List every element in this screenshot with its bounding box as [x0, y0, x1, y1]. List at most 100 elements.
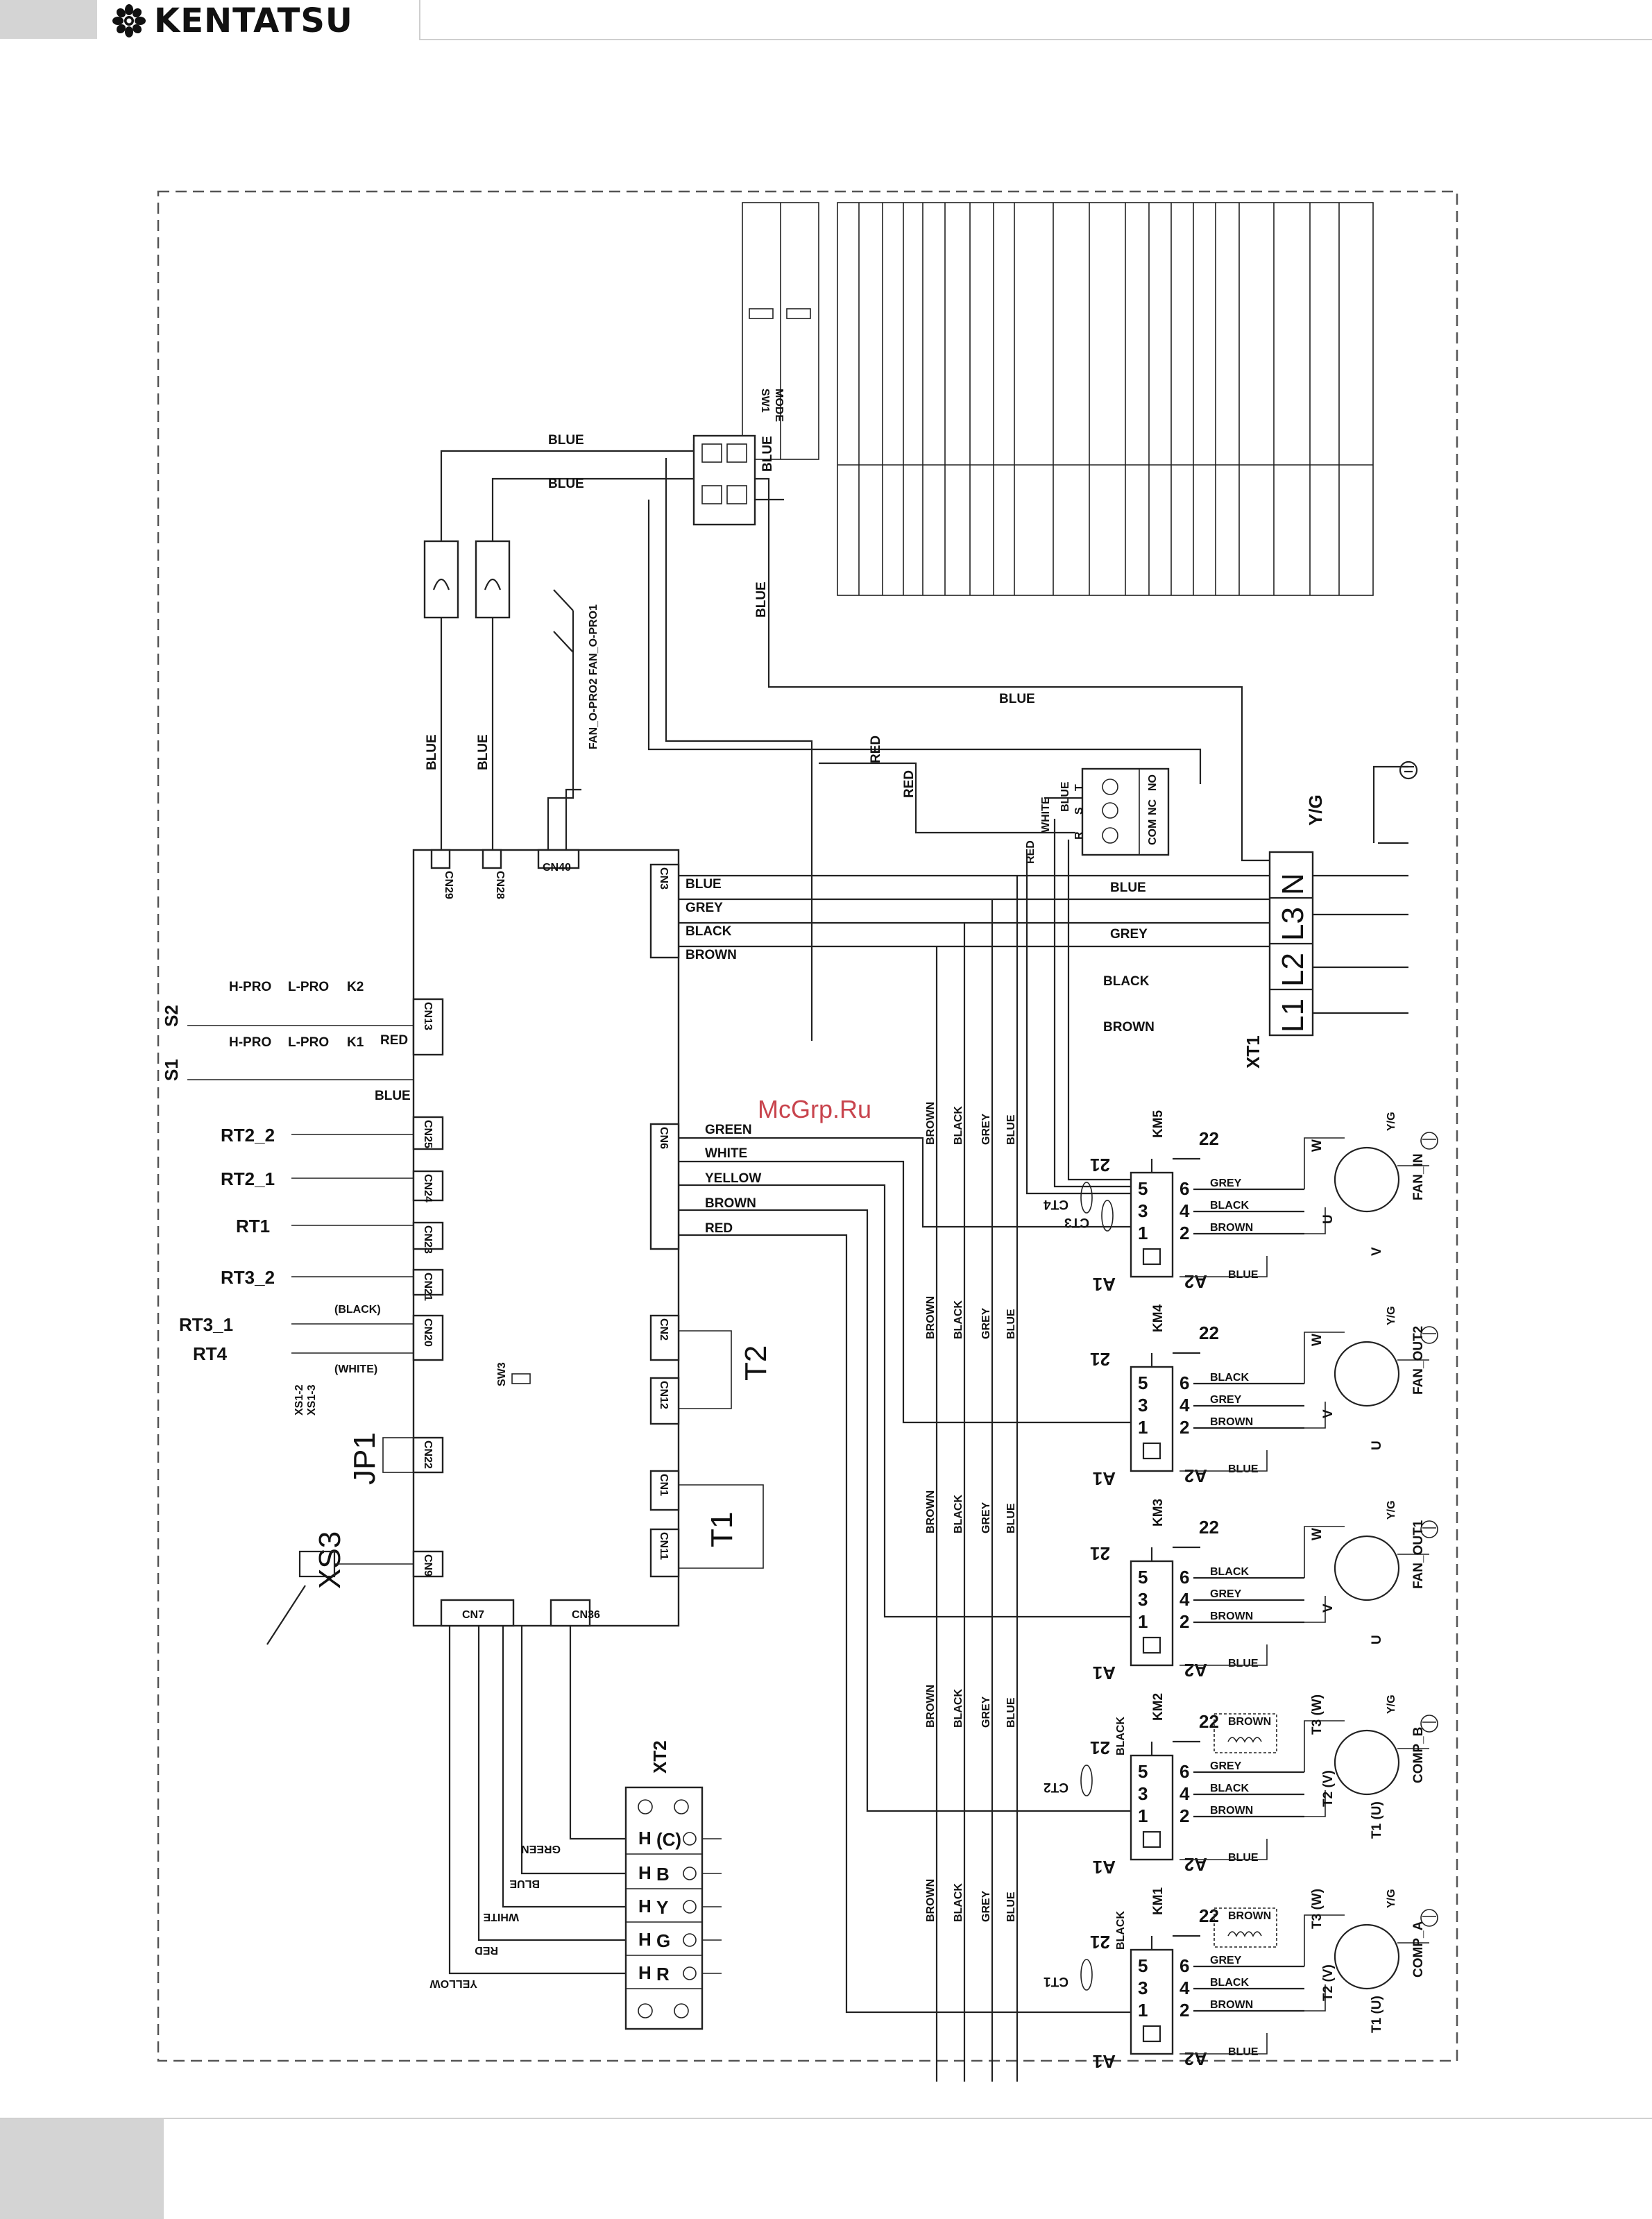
- motor-phase-KM2-0: T3 (W): [1310, 1694, 1325, 1735]
- coil-label-KM1: BLACK: [1115, 1911, 1127, 1950]
- contact-3-KM5: 6: [1180, 1178, 1189, 1199]
- motor-ground-KM5: Y/G: [1386, 1112, 1397, 1131]
- relay-pin-r: R: [1073, 831, 1085, 840]
- contactor-km1: KM1: [1151, 1887, 1166, 1915]
- connector-label-CN3: CN3: [658, 867, 670, 890]
- contact-4-KM3: 3: [1138, 1589, 1148, 1610]
- xt2-letter-2: Y: [656, 1897, 668, 1918]
- contact-4-KM4: 3: [1138, 1395, 1148, 1415]
- t1-label: T1: [705, 1512, 739, 1547]
- jp1-label: JP1: [348, 1432, 382, 1485]
- contactor-KM4-wire-0: BLACK: [1210, 1372, 1249, 1384]
- sensor-rt2-1: RT2_1: [221, 1168, 275, 1189]
- t2-label: T2: [739, 1345, 773, 1381]
- contactor-KM1-wire-1: BLACK: [1210, 1977, 1249, 1989]
- header-divider: [419, 0, 420, 40]
- note-black: (BLACK): [334, 1304, 381, 1316]
- sensor-rt2-2: RT2_2: [221, 1125, 275, 1146]
- bus-wire-3-0: BROWN: [925, 1685, 937, 1728]
- xt1-wire-black: BLACK: [1103, 974, 1150, 989]
- sensor-rt3-2: RT3_2: [221, 1267, 275, 1288]
- wire-label-top-blue-3: BLUE: [760, 436, 775, 472]
- connector-CN11: [649, 1528, 680, 1578]
- sw1-block: SW1 MODE: [742, 202, 819, 460]
- contactor-KM2-wire-2: BROWN: [1210, 1805, 1253, 1817]
- brand-logo: KENTATSU: [112, 0, 353, 42]
- contactor-KM2-wire-1: BLACK: [1210, 1783, 1249, 1794]
- contactor-km5: KM5: [1151, 1110, 1166, 1138]
- contact-a1-KM3: A1: [1093, 1663, 1116, 1683]
- wire-label-red-1: RED: [869, 736, 883, 763]
- connector-label-CN22: CN22: [422, 1440, 434, 1469]
- ct-ct1: CT1: [1044, 1974, 1068, 1989]
- brand-name: KENTATSU: [154, 1, 353, 40]
- xt1-l2: L2: [1276, 953, 1310, 987]
- connector-label-CN1: CN1: [658, 1474, 670, 1496]
- contactor-KM1-wire-2: BROWN: [1210, 1999, 1253, 2011]
- contact-a2-KM5: A2: [1184, 1271, 1207, 1292]
- connector-label-CN11: CN11: [658, 1532, 670, 1560]
- contact-22-KM4: 22: [1199, 1323, 1219, 1343]
- bus-wire-0-2: GREY: [980, 1113, 992, 1145]
- contactor-KM1-wire-0: GREY: [1210, 1955, 1242, 1966]
- contact-2-KM5: 5: [1138, 1178, 1148, 1199]
- contact-5-KM1: 4: [1180, 1978, 1190, 1998]
- cn3-wire-blue: BLUE: [686, 877, 722, 892]
- contactor-KM4-wire-1: GREY: [1210, 1394, 1242, 1406]
- contact-21-KM4: 21: [1090, 1349, 1110, 1370]
- xt2-letter-1: B: [656, 1864, 670, 1885]
- contactor-KM3-wire-2: BROWN: [1210, 1610, 1253, 1622]
- connector-label-CN28: CN28: [494, 871, 506, 899]
- xt2-wire-white: WHITE: [483, 1911, 519, 1923]
- connector-label-CN7: CN7: [462, 1609, 484, 1621]
- watermark: McGrp.Ru: [758, 1095, 872, 1123]
- connector-label-CN40: CN40: [543, 862, 571, 874]
- contact-7-KM5: 2: [1180, 1223, 1189, 1243]
- xt2-terminal-0: H: [638, 1828, 652, 1848]
- motor-phase-KM5-1: U: [1321, 1214, 1336, 1224]
- contactor-KM3-wire-0: BLACK: [1210, 1566, 1249, 1578]
- contact-7-KM2: 2: [1180, 1805, 1189, 1826]
- connector-CN21: [412, 1268, 444, 1296]
- motor-phase-KM1-0: T3 (W): [1310, 1889, 1325, 1929]
- fan-protect-label: FAN_O-PRO2 FAN_O-PRO1: [588, 604, 599, 749]
- motor-ground-KM4: Y/G: [1386, 1306, 1397, 1325]
- mainboard-outline: [412, 849, 680, 1627]
- ct-ct2: CT2: [1044, 1780, 1068, 1794]
- xt1-title: XT1: [1243, 1035, 1263, 1069]
- note-white: (WHITE): [334, 1363, 377, 1375]
- cn6-wires: GREEN WHITE YELLOW BROWN RED: [679, 1123, 1131, 2014]
- cn3-wire-brown: BROWN: [686, 948, 737, 962]
- contact-a1-KM4: A1: [1093, 1468, 1116, 1489]
- ct-ct3: CT3: [1064, 1215, 1089, 1230]
- ct-ct4: CT4: [1044, 1197, 1068, 1211]
- contact-22-KM2: 22: [1199, 1711, 1219, 1732]
- footer-rule: [0, 2118, 1652, 2119]
- contact-a2-KM1: A2: [1184, 2048, 1207, 2069]
- connector-CN2: [649, 1314, 680, 1361]
- cn6-wire-green: GREEN: [705, 1123, 752, 1137]
- sw1-label: SW1: [759, 389, 771, 413]
- header-gray-block: [0, 0, 97, 39]
- motor-fan_out2: FAN_OUT2: [1411, 1326, 1426, 1395]
- connector-CN13: [412, 998, 444, 1056]
- contact-a1-KM1: A1: [1093, 2051, 1116, 2072]
- xt1: N L3 L2 L1 XT1 BLUE GREY BLACK BROWN Y/G: [1103, 760, 1418, 1069]
- bus-wire-0-1: BLACK: [953, 1106, 964, 1145]
- contact-22-KM5: 22: [1199, 1128, 1219, 1149]
- contact-4-KM5: 3: [1138, 1200, 1148, 1221]
- xt2-title: XT2: [649, 1740, 670, 1774]
- contact-a2-KM2: A2: [1184, 1854, 1207, 1875]
- bus-wire-4-0: BROWN: [925, 1879, 937, 1922]
- connector-label-CN2: CN2: [658, 1318, 670, 1341]
- protector-k1: K1: [347, 1035, 364, 1050]
- contact-4-KM2: 3: [1138, 1783, 1148, 1804]
- protector-l-pro-2: L-PRO: [288, 980, 329, 994]
- relay-pin-t: T: [1073, 784, 1085, 791]
- xs3-label: XS3: [313, 1531, 347, 1589]
- connector-label-CN9: CN9: [422, 1554, 434, 1576]
- bus-wire-2-1: BLACK: [953, 1495, 964, 1533]
- bus-wire-4-3: BLUE: [1005, 1891, 1017, 1922]
- xt2-wire-blue: BLUE: [509, 1878, 540, 1889]
